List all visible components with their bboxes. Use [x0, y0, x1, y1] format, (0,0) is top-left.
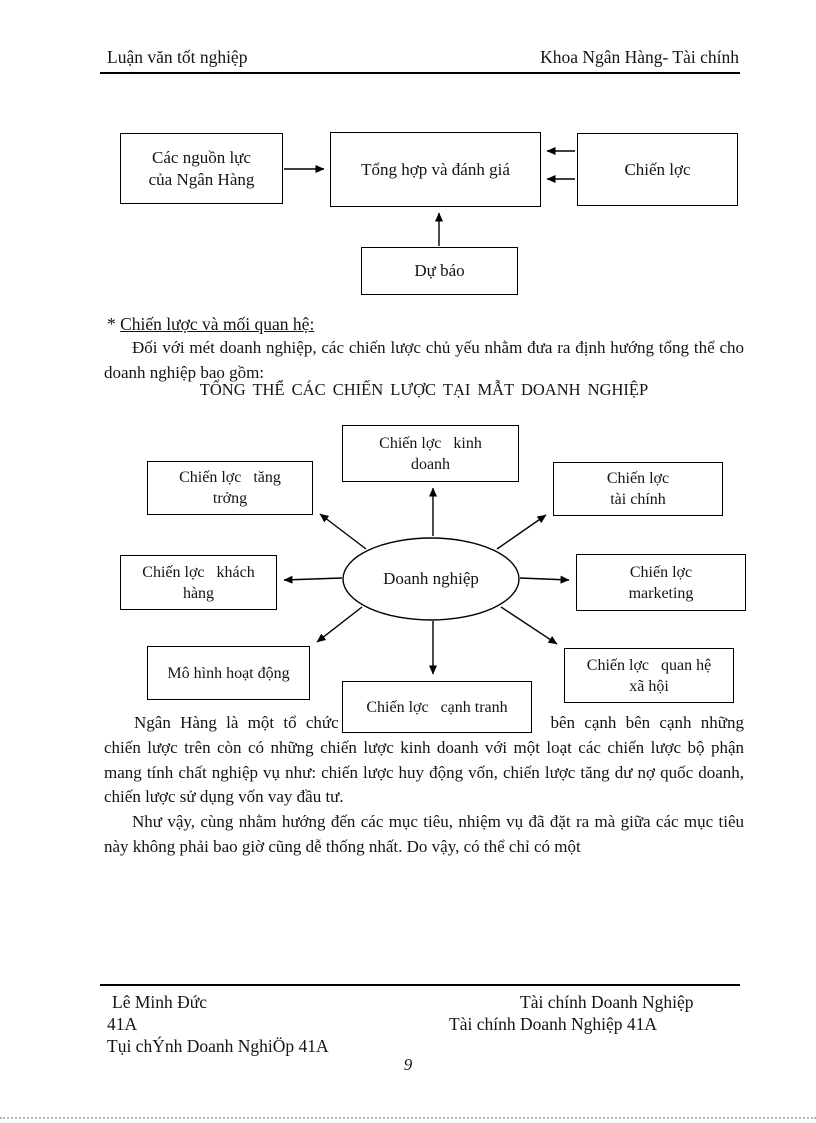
section-heading-text: Chiến lược và mối quan hệ: [120, 314, 315, 334]
footer-author-name: Lê Minh Đức [112, 992, 208, 1012]
box-growth-strategy-line2: trởng [212, 490, 248, 507]
box-business-strategy-line1: Chiến lợc kinh [379, 434, 482, 452]
box-marketing-strategy: Chiến lợc marketing [576, 554, 746, 611]
paragraph-intro: Đối với mét doanh nghiệp, các chiến lược… [104, 338, 744, 382]
box-customer-strategy-line2: hàng [182, 584, 215, 602]
box-synthesis-evaluation: Tổng hợp và đánh giá [330, 132, 541, 207]
box-finance-strategy-line2: tài chính [610, 491, 666, 508]
arrow-center-to-finance [496, 514, 547, 550]
box-strategy-label: Chiến lợc [624, 159, 691, 179]
page-header: Luận văn tốt nghiệp Khoa Ngân Hàng- Tài … [107, 47, 739, 68]
box-forecast: Dự báo [361, 247, 518, 295]
bottom-perforation-line [0, 1117, 816, 1119]
arrow-center-to-public-relations [500, 606, 558, 645]
page-number: 9 [403, 1055, 413, 1074]
box-growth-strategy-line1: Chiến lợc tăng [179, 469, 281, 486]
strategy-map-title: TỔNG THỂ CÁC CHIẾN LƯỢC TẠI MẪT DOANH NG… [199, 380, 649, 399]
box-business-strategy: Chiến lợc kinh doanh [342, 425, 519, 482]
box-competition-strategy: Chiến lợc cạnh tranh [342, 681, 532, 733]
paragraph-goals: Như vậy, cùng nhằm hướng đến các mục tiê… [104, 812, 744, 856]
enterprise-label: Doanh nghiệp [383, 569, 479, 588]
arrow-center-to-customer [283, 575, 343, 584]
enterprise-ellipse [342, 537, 520, 621]
footer-rule [100, 984, 740, 986]
box-synthesis-evaluation-label: Tổng hợp và đánh giá [361, 159, 510, 179]
box-finance-strategy: Chiến lợc tài chính [553, 462, 723, 516]
box-bank-resources-line1: Các nguồn lực [152, 147, 251, 167]
paragraph-bank-line1: Ngân Hàng là một tổ chức bên cạnh bên cạ… [104, 711, 744, 736]
paragraph-bank-rest: chiến lược trên còn có những chiến lược … [104, 738, 744, 806]
box-bank-resources-line2: của Ngân Hàng [148, 169, 255, 189]
box-public-relations-strategy: Chiến lợc quan hệ xã hội [564, 648, 734, 703]
box-marketing-strategy-line1: Chiến lợc [629, 563, 693, 581]
box-marketing-strategy-line2: marketing [628, 584, 694, 602]
box-customer-strategy-line1: Chiến lợc khách [142, 563, 255, 581]
box-growth-strategy: Chiến lợc tăng trởng [147, 461, 313, 515]
arrow-center-to-marketing [519, 575, 570, 584]
box-customer-strategy: Chiến lợc khách hàng [120, 555, 277, 610]
box-competition-strategy-line1: Chiến lợc cạnh tranh [366, 698, 508, 716]
section-heading: * Chiến lược và mối quan hệ: [107, 314, 314, 335]
paragraph-bank-line1-after: bên cạnh bên cạnh những [550, 713, 745, 732]
arrow-center-to-operating-model [316, 606, 363, 643]
footer-class: 41A [107, 1014, 138, 1034]
box-public-relations-strategy-line1: Chiến lợc quan hệ [586, 656, 712, 674]
header-rule [100, 72, 740, 74]
box-public-relations-strategy-line2: xã hội [629, 677, 669, 695]
footer-dept-garbled: Tụi chÝnh Doanh NghiÖp 41A [107, 1036, 329, 1056]
arrow-center-to-growth [319, 513, 367, 550]
header-left-text: Luận văn tốt nghiệp [107, 47, 248, 67]
box-strategy: Chiến lợc [577, 133, 738, 206]
box-forecast-label: Dự báo [414, 261, 465, 280]
box-finance-strategy-line1: Chiến lợc [606, 470, 670, 487]
section-heading-bullet: * [107, 314, 121, 334]
box-operating-model-line1: Mô hình hoạt động [167, 664, 290, 682]
box-business-strategy-line2: doanh [410, 455, 451, 473]
footer-dept-line2: Tài chính Doanh Nghiệp 41A [449, 1014, 658, 1034]
footer-dept-line1: Tài chính Doanh Nghiệp [520, 992, 694, 1012]
box-operating-model: Mô hình hoạt động [147, 646, 310, 700]
header-right-text: Khoa Ngân Hàng- Tài chính [540, 47, 739, 67]
paragraph-bank-line1-before: Ngân Hàng là một tổ chức [134, 713, 339, 732]
box-bank-resources: Các nguồn lực của Ngân Hàng [120, 133, 283, 204]
